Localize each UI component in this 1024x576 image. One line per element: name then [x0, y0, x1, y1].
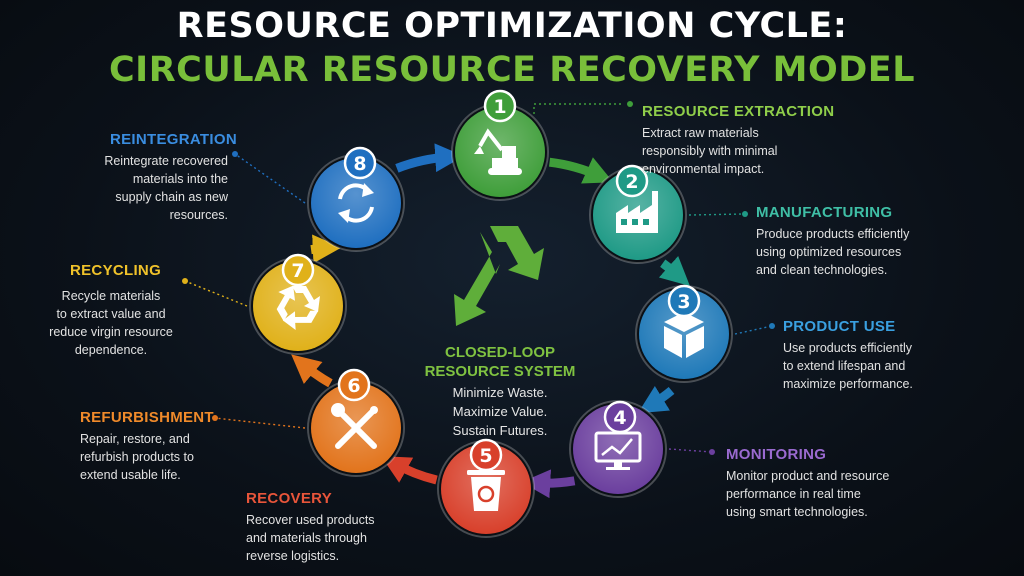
- connector-dot: [709, 449, 715, 455]
- title-line-2: CIRCULAR RESOURCE RECOVERY MODEL: [108, 50, 916, 90]
- stage-3-label: PRODUCT USE: [783, 318, 896, 335]
- wrench-screwdriver-icon: [331, 403, 378, 449]
- stage-connector: [734, 325, 773, 335]
- stage-number: 8: [353, 153, 366, 175]
- cycle-arrow: [658, 256, 690, 287]
- stage-number: 5: [479, 445, 492, 467]
- stage-node-1: 1: [451, 89, 549, 201]
- stage-node-3: 3: [635, 284, 733, 383]
- stage-4-label: MONITORING: [726, 446, 827, 463]
- cycle-arrow: [395, 143, 465, 173]
- stage-number: 1: [493, 96, 506, 118]
- stage-number-badge: [469, 438, 503, 472]
- stage-number-badge: [343, 146, 377, 180]
- cycle-arrow: [521, 469, 576, 499]
- stage-4-description: Monitor product and resource performance…: [726, 469, 890, 519]
- stage-8-label: REINTEGRATION: [110, 131, 237, 148]
- center-line-1: Minimize Waste.: [452, 385, 548, 400]
- stage-number: 3: [677, 291, 690, 313]
- stage-number: 6: [347, 375, 360, 397]
- box-icon: [664, 312, 704, 358]
- cycle-arrow: [548, 157, 614, 184]
- stage-number: 7: [291, 260, 304, 282]
- stage-node-2: 2: [589, 164, 687, 264]
- stage-node-shine: [455, 107, 545, 197]
- center-line-2: Maximize Value.: [452, 404, 548, 419]
- connector-dot: [627, 101, 633, 107]
- stage-number-badge: [603, 400, 637, 434]
- connector-dot: [232, 151, 238, 157]
- stage-5-description: Recover used products and materials thro…: [246, 513, 375, 563]
- factory-icon: [616, 191, 658, 233]
- cycle-arrow: [381, 456, 438, 485]
- stage-node-4: 4: [569, 400, 667, 498]
- stage-node-shine: [311, 158, 401, 248]
- stage-number: 4: [613, 407, 626, 429]
- stage-node-5: 5: [437, 438, 535, 538]
- stage-6-label: REFURBISHMENT: [80, 409, 214, 426]
- stage-number-badge: [667, 284, 701, 318]
- stage-1-label: RESOURCE EXTRACTION: [642, 103, 835, 120]
- stage-number-badge: [281, 253, 315, 287]
- connector-dot: [769, 323, 775, 329]
- stage-node-6: 6: [307, 368, 405, 477]
- stage-connector: [214, 417, 306, 429]
- stage-connector: [533, 103, 622, 114]
- cycle-arrows: [291, 143, 690, 499]
- stage-number-badge: [337, 368, 371, 402]
- excavator-icon: [474, 128, 522, 175]
- cycle-arrow: [291, 354, 333, 388]
- stage-node-7: 7: [249, 253, 347, 355]
- stage-number-badge: [615, 164, 649, 198]
- stage-7-label: RECYCLING: [70, 262, 162, 279]
- stage-7-description: Recycle materials to extract value and r…: [49, 289, 173, 357]
- stage-3-description: Use products efficiently to extend lifes…: [783, 341, 913, 391]
- center-tagline: Minimize Waste. Maximize Value. Sustain …: [395, 383, 605, 440]
- stage-8-description: Reintegrate recovered materials into the…: [104, 154, 228, 222]
- refresh-arrows-icon: [338, 183, 374, 223]
- stage-6-description: Repair, restore, and refurbish products …: [80, 432, 194, 482]
- stage-number: 2: [625, 171, 638, 193]
- connector-dot: [182, 278, 188, 284]
- stage-number-badge: [483, 89, 517, 123]
- recycle-icon: [276, 285, 320, 331]
- cycle-arrow: [310, 234, 342, 264]
- stage-connector: [668, 448, 713, 453]
- connector-dot: [212, 415, 218, 421]
- stage-2-label: MANUFACTURING: [756, 204, 893, 221]
- stage-node-shine: [253, 261, 343, 351]
- stage-connector: [234, 153, 306, 204]
- stage-connector: [184, 280, 248, 307]
- cycle-arrow: [637, 385, 675, 414]
- stage-node-shine: [573, 404, 663, 494]
- center-recycle-icon: [454, 226, 544, 326]
- stage-5-label: RECOVERY: [246, 490, 333, 507]
- center-title: CLOSED-LOOP RESOURCE SYSTEM: [424, 344, 576, 380]
- stage-connector: [688, 213, 746, 216]
- title-line-1: RESOURCE OPTIMIZATION CYCLE:: [176, 6, 848, 46]
- recycle-bin-icon: [467, 470, 505, 511]
- center-line-3: Sustain Futures.: [452, 423, 548, 438]
- stage-2-description: Produce products efficiently using optim…: [756, 227, 910, 277]
- stage-node-shine: [639, 289, 729, 379]
- stage-1-description: Extract raw materials responsibly with m…: [642, 126, 778, 176]
- connector-dot: [742, 211, 748, 217]
- stage-node-8: 8: [307, 146, 405, 252]
